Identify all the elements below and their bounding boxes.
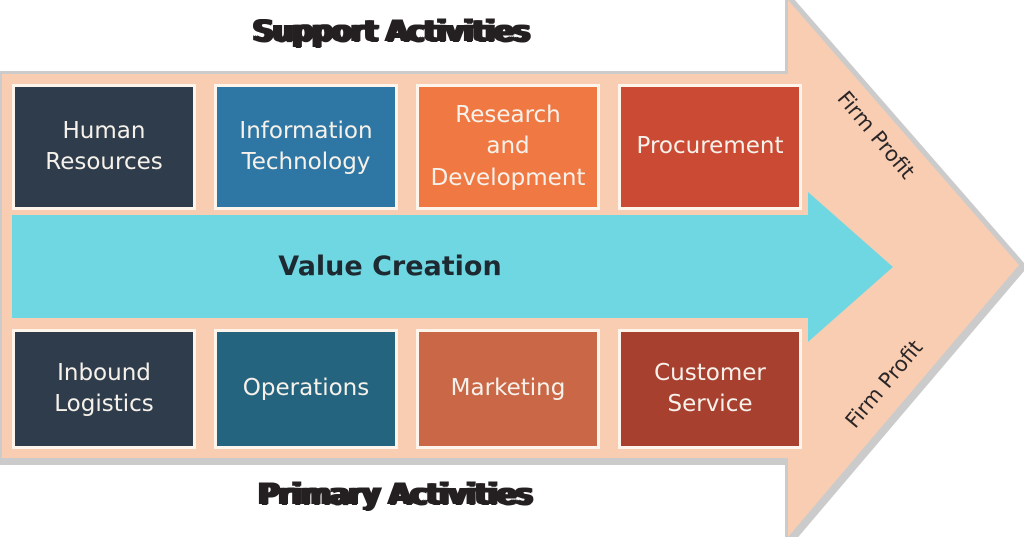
value-creation-label: Value Creation xyxy=(278,251,502,282)
box-marketing: Marketing xyxy=(416,329,600,449)
primary-activities-title: Primary Activities xyxy=(258,477,533,511)
box-customer-service: Customer Service xyxy=(618,329,802,449)
support-activities-title: Support Activities xyxy=(252,14,530,48)
box-operations-label: Operations xyxy=(242,375,370,402)
box-information-technology-label: Information Technology xyxy=(239,117,373,175)
box-procurement-label: Procurement xyxy=(636,133,784,160)
box-information-technology: Information Technology xyxy=(214,84,398,210)
box-operations: Operations xyxy=(214,329,398,449)
box-human-resources-label: Human Resources xyxy=(45,117,163,175)
box-customer-service-label: Customer Service xyxy=(654,359,766,417)
box-marketing-label: Marketing xyxy=(450,375,566,402)
box-research-development: Research and Development xyxy=(416,84,600,210)
value-creation-arrow xyxy=(12,192,893,342)
box-inbound-logistics-label: Inbound Logistics xyxy=(54,359,154,417)
box-procurement: Procurement xyxy=(618,84,802,210)
box-human-resources: Human Resources xyxy=(12,84,196,210)
box-inbound-logistics: Inbound Logistics xyxy=(12,329,196,449)
box-research-development-label: Research and Development xyxy=(430,102,586,191)
